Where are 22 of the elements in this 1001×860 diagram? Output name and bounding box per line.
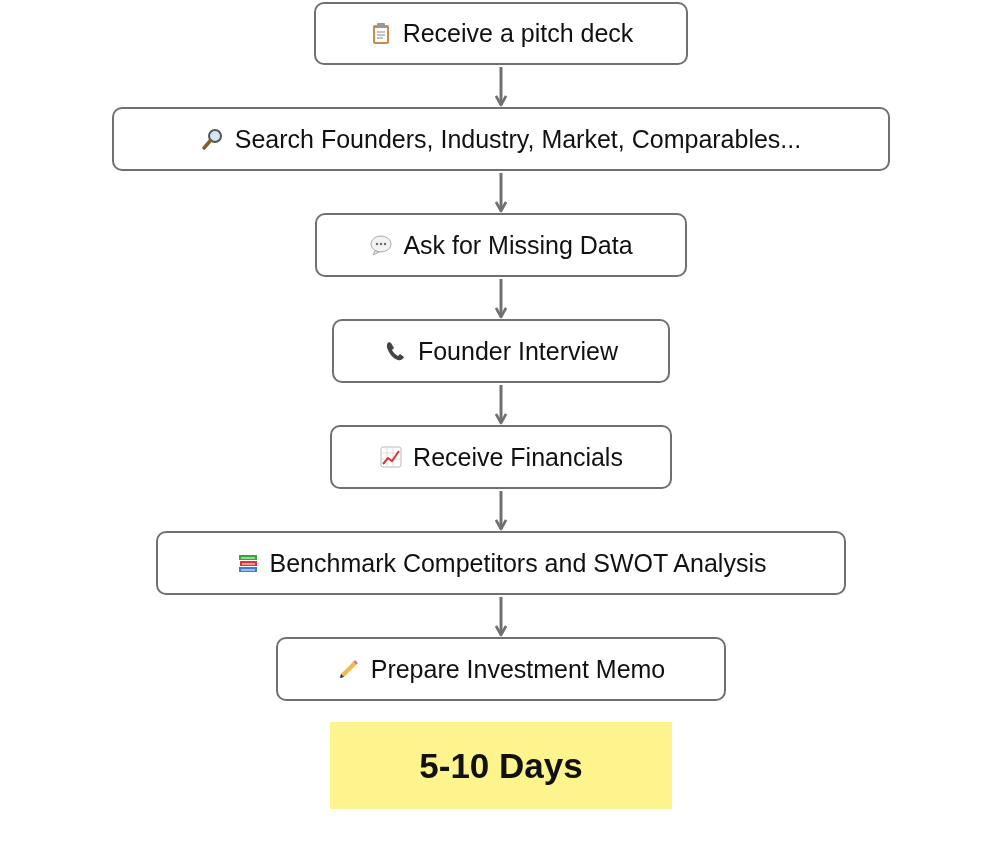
step-label: Prepare Investment Memo: [370, 654, 666, 684]
arrow: [494, 173, 508, 213]
step-label: Founder Interview: [417, 336, 619, 366]
process-box: [156, 531, 846, 595]
arrow: [494, 279, 508, 319]
step-label: Ask for Missing Data: [403, 230, 633, 260]
process-box: [315, 213, 687, 277]
duration-label: 5-10 Days: [419, 745, 583, 786]
arrow: [494, 385, 508, 425]
step-label: Receive Financials: [413, 442, 623, 472]
duration-highlight: [330, 722, 672, 809]
arrow: [494, 491, 508, 531]
step-label: Benchmark Competitors and SWOT Analysis: [269, 548, 767, 578]
process-box: [332, 319, 670, 383]
process-box: [276, 637, 726, 701]
step-label: Receive a pitch deck: [402, 19, 634, 48]
arrow: [494, 597, 508, 637]
process-box: [330, 425, 672, 489]
process-box: [314, 2, 688, 65]
arrow: [494, 67, 508, 107]
process-box: [112, 107, 890, 171]
step-label: Search Founders, Industry, Market, Comparables...: [234, 124, 802, 154]
